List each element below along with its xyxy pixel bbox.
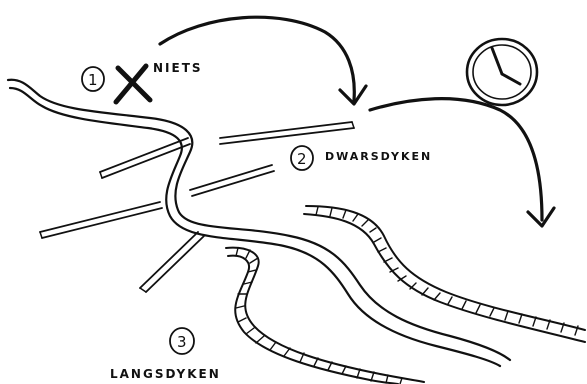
step-3: 3 LANGSDYKEN bbox=[110, 328, 221, 381]
transverse-dike bbox=[190, 165, 274, 196]
longitudinal-dikes bbox=[226, 206, 585, 384]
cross-icon bbox=[116, 66, 150, 102]
step-label: DWARSDYKEN bbox=[325, 150, 432, 163]
transverse-dike bbox=[40, 202, 162, 238]
transverse-dike bbox=[100, 138, 190, 178]
transverse-dike bbox=[220, 122, 354, 144]
step-number: 3 bbox=[177, 333, 187, 351]
transverse-dike bbox=[140, 232, 204, 292]
step-1: 1 NIETS bbox=[82, 61, 203, 102]
clock-icon bbox=[467, 39, 537, 105]
step-label: LANGSDYKEN bbox=[110, 367, 221, 381]
river bbox=[8, 80, 510, 366]
step-number: 1 bbox=[88, 71, 98, 89]
step-2: 2 DWARSDYKEN bbox=[291, 146, 432, 170]
step-number: 2 bbox=[297, 150, 307, 168]
step-label: NIETS bbox=[153, 61, 203, 75]
